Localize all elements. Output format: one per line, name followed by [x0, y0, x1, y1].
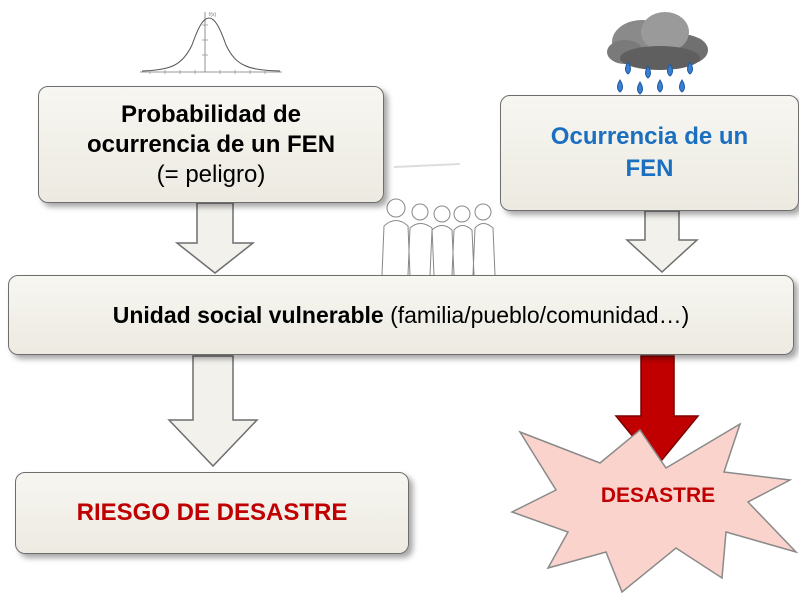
- social-unit-normal-text: (familia/pueblo/comunidad…): [390, 301, 690, 328]
- occurrence-line-1: Ocurrencia de un: [550, 123, 749, 150]
- probability-line-1: Probabilidad de: [120, 100, 302, 128]
- arrow-down-risk: [167, 355, 259, 468]
- risk-box: RIESGO DE DESASTRE: [15, 472, 409, 554]
- occurrence-box: Ocurrencia de un FEN: [500, 95, 799, 211]
- occurrence-line-2: FEN: [625, 155, 674, 182]
- arrow-down-probability: [174, 202, 256, 274]
- disaster-starburst-shape: [510, 422, 799, 594]
- arrow-down-occurrence: [625, 210, 699, 274]
- svg-text:f(x): f(x): [209, 12, 217, 18]
- social-unit-box: Unidad social vulnerable (familia/pueblo…: [8, 275, 794, 355]
- risk-label: RIESGO DE DESASTRE: [76, 499, 348, 526]
- probability-box: Probabilidad de ocurrencia de un FEN (= …: [38, 86, 384, 203]
- rain-cloud-icon: [607, 12, 708, 95]
- disaster-label: DESASTRE: [600, 484, 716, 507]
- social-unit-bold-text: Unidad social vulnerable: [112, 301, 384, 328]
- bell-curve-icon: f(x): [140, 12, 282, 74]
- probability-line-2: ocurrencia de un FEN: [86, 130, 336, 158]
- people-group-icon: [381, 198, 496, 276]
- probability-line-3: (= peligro): [156, 160, 266, 188]
